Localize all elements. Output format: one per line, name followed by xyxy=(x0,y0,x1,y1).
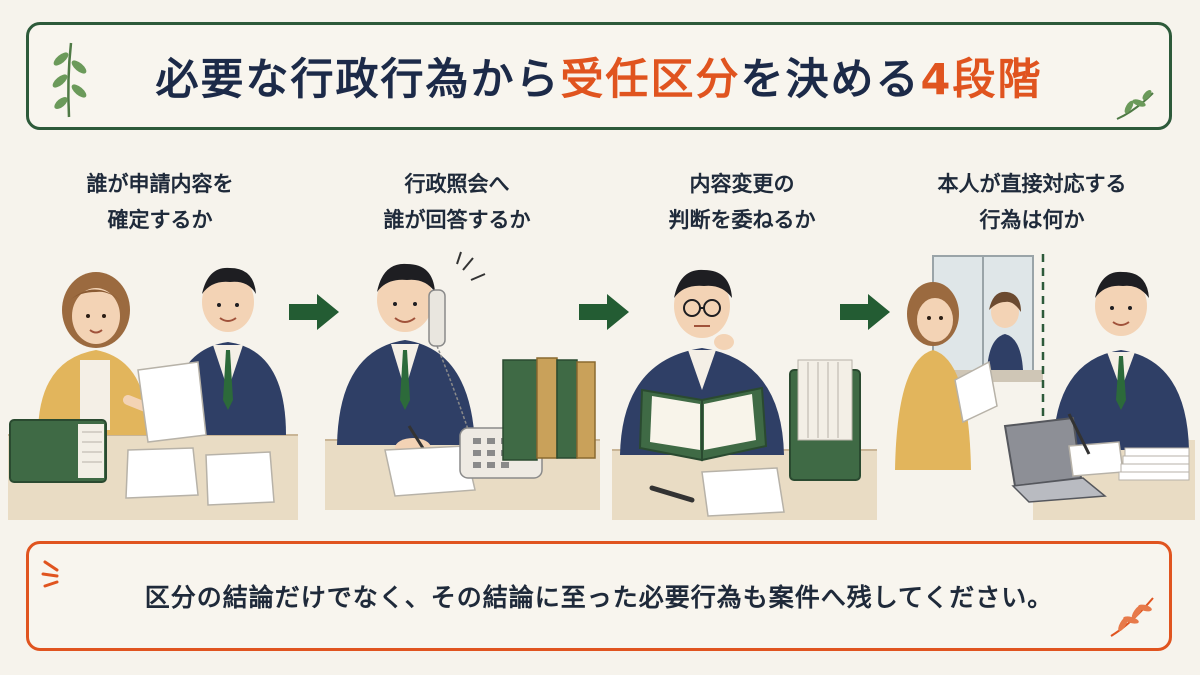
footer-text: 区分の結論だけでなく、その結論に至った必要行為も案件へ残してください。 xyxy=(144,583,1054,612)
arrow-right-icon xyxy=(840,294,890,330)
step-3-label: 内容変更の 判断を委ねるか xyxy=(668,172,816,232)
title-part-2: 受任区分 xyxy=(560,55,741,105)
illustration-phone-inquiry xyxy=(325,251,600,510)
illustration-direct-response xyxy=(895,254,1195,520)
title-part-3: を決める xyxy=(740,55,921,105)
spark-icon xyxy=(41,560,59,588)
title-part-1: 必要な行政行為から xyxy=(155,55,561,105)
step-2-label: 行政照会へ 誰が回答するか xyxy=(383,172,531,232)
footer-note: 区分の結論だけでなく、その結論に至った必要行為も案件へ残してください。 xyxy=(26,541,1172,651)
illustration-reviewing-change xyxy=(612,269,877,520)
leaf-icon xyxy=(1116,90,1154,120)
step-4-label: 本人が直接対応する 行為は何か xyxy=(937,172,1127,232)
arrow-right-icon xyxy=(289,294,339,330)
step-1-label: 誰が申請内容を 確定するか xyxy=(86,172,234,232)
page-title: 必要な行政行為から受任区分を決める4段階 xyxy=(156,45,1043,107)
illustration-consultation xyxy=(8,267,298,520)
sprig-icon xyxy=(1110,597,1154,637)
title-part-4: 4段階 xyxy=(920,55,1043,105)
leaf-icon xyxy=(52,42,87,118)
title-banner: 必要な行政行為から受任区分を決める4段階 xyxy=(26,22,1172,130)
arrow-right-icon xyxy=(579,294,629,330)
